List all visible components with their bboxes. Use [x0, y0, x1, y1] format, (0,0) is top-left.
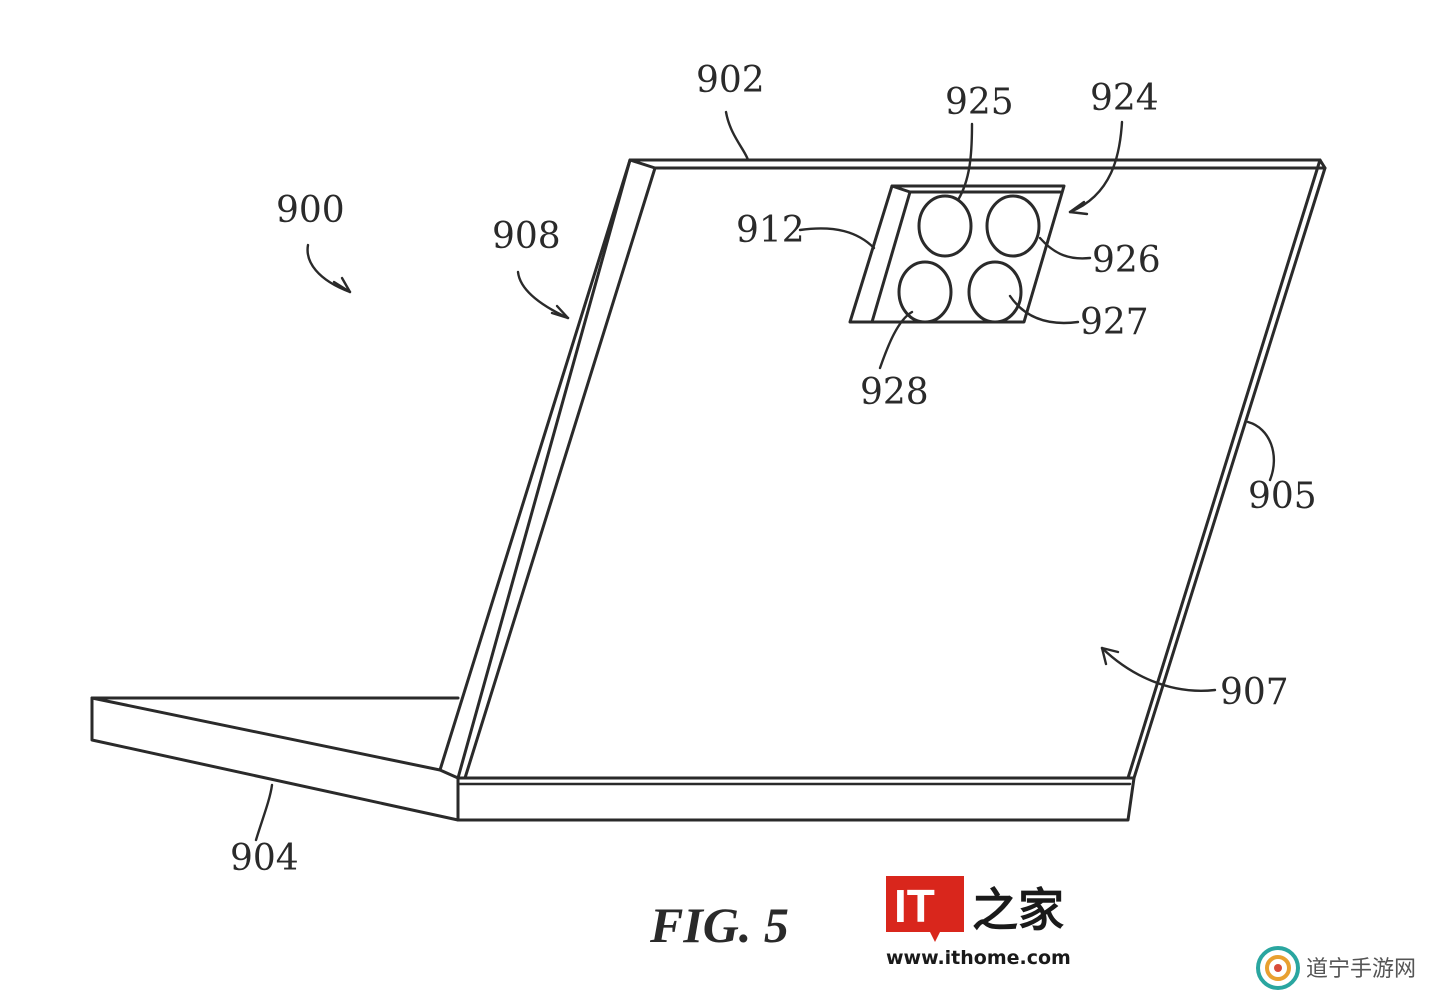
figure-caption: FIG. 5 [649, 897, 789, 953]
daoning-text: 道宁手游网 [1306, 957, 1416, 982]
display-right-edge [1132, 166, 1327, 780]
reference-labels: 902 900 908 912 925 924 926 927 928 905 … [230, 60, 1317, 879]
leader-lines [254, 110, 1275, 842]
svg-text:之家: 之家 [972, 883, 1064, 937]
display-top-edge [628, 158, 1327, 170]
ithome-logo: IT 之家 www.ithome.com [886, 876, 1071, 969]
daoning-logo-icon [1256, 946, 1300, 990]
base-bottom-strip [456, 776, 1136, 822]
label-904: 904 [230, 838, 299, 879]
svg-text:IT: IT [894, 880, 935, 932]
camera-module [848, 184, 1066, 324]
label-905: 905 [1248, 476, 1317, 517]
camera-lens-927 [967, 260, 1023, 324]
label-912: 912 [736, 210, 805, 251]
label-908: 908 [492, 216, 561, 257]
display-panel [456, 158, 1322, 780]
label-927: 927 [1080, 302, 1149, 343]
label-902: 902 [696, 60, 765, 101]
label-925: 925 [945, 82, 1014, 123]
base-top-face [90, 696, 460, 772]
camera-lens-926 [985, 194, 1041, 258]
camera-lens-925 [917, 194, 973, 258]
base-front-face [90, 696, 460, 822]
daoning-watermark: 道宁手游网 [1256, 946, 1416, 990]
label-924: 924 [1090, 78, 1159, 119]
ithome-url: www.ithome.com [886, 947, 1071, 969]
label-928: 928 [860, 372, 929, 413]
label-900: 900 [276, 190, 345, 231]
label-907: 907 [1220, 672, 1289, 713]
camera-lens-928 [897, 260, 953, 324]
label-926: 926 [1092, 240, 1161, 281]
